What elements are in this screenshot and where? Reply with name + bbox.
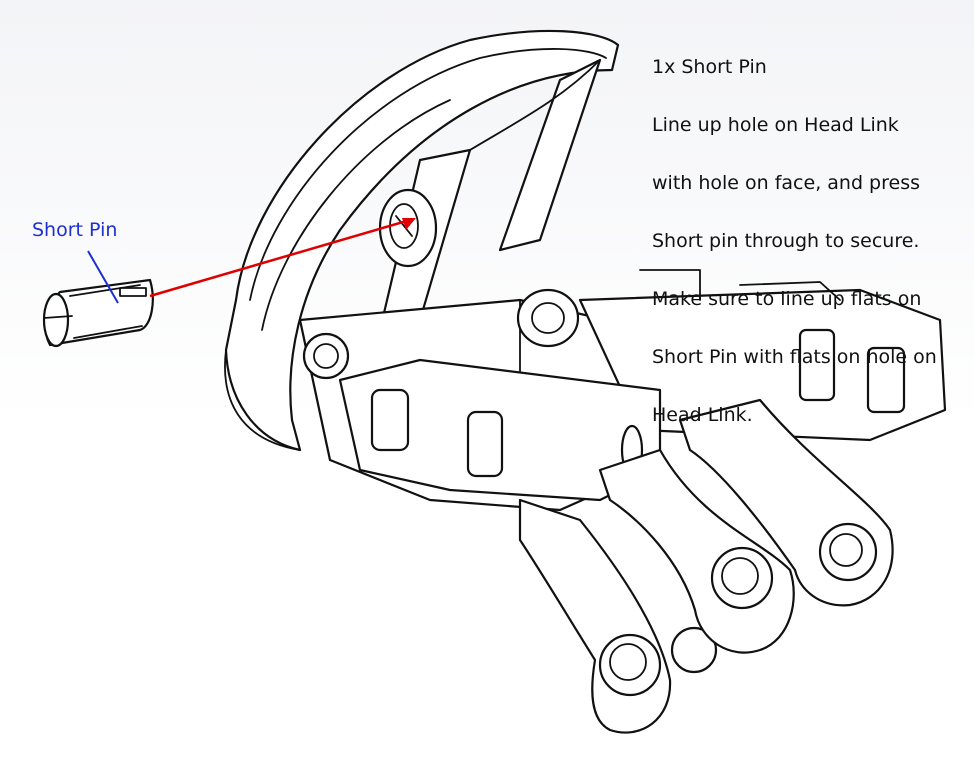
middle-arm: [598, 448, 795, 654]
instruction-line: Short pin through to secure.: [652, 230, 920, 252]
insertion-arrow: [149, 218, 416, 298]
short-pin: [42, 278, 154, 348]
instruction-line: Line up hole on Head Link: [652, 114, 899, 136]
short-pin-callout-label: Short Pin: [32, 219, 118, 241]
face-plate: [224, 29, 620, 452]
instruction-text: 1x Short Pin Line up hole on Head Link w…: [652, 24, 962, 459]
instruction-line: Short Pin with flats on hole on: [652, 346, 937, 368]
instruction-title: 1x Short Pin: [652, 56, 767, 78]
callout-leader-line: [87, 250, 119, 304]
curved-arm: [518, 498, 718, 734]
front-link-bar: [302, 332, 662, 502]
instruction-line: with hole on face, and press: [652, 172, 921, 194]
instruction-line: Make sure to line up flats on: [652, 288, 922, 310]
rear-arm: [678, 398, 894, 607]
instruction-line: Head Link.: [652, 404, 753, 426]
head-link-hole: [378, 188, 438, 268]
